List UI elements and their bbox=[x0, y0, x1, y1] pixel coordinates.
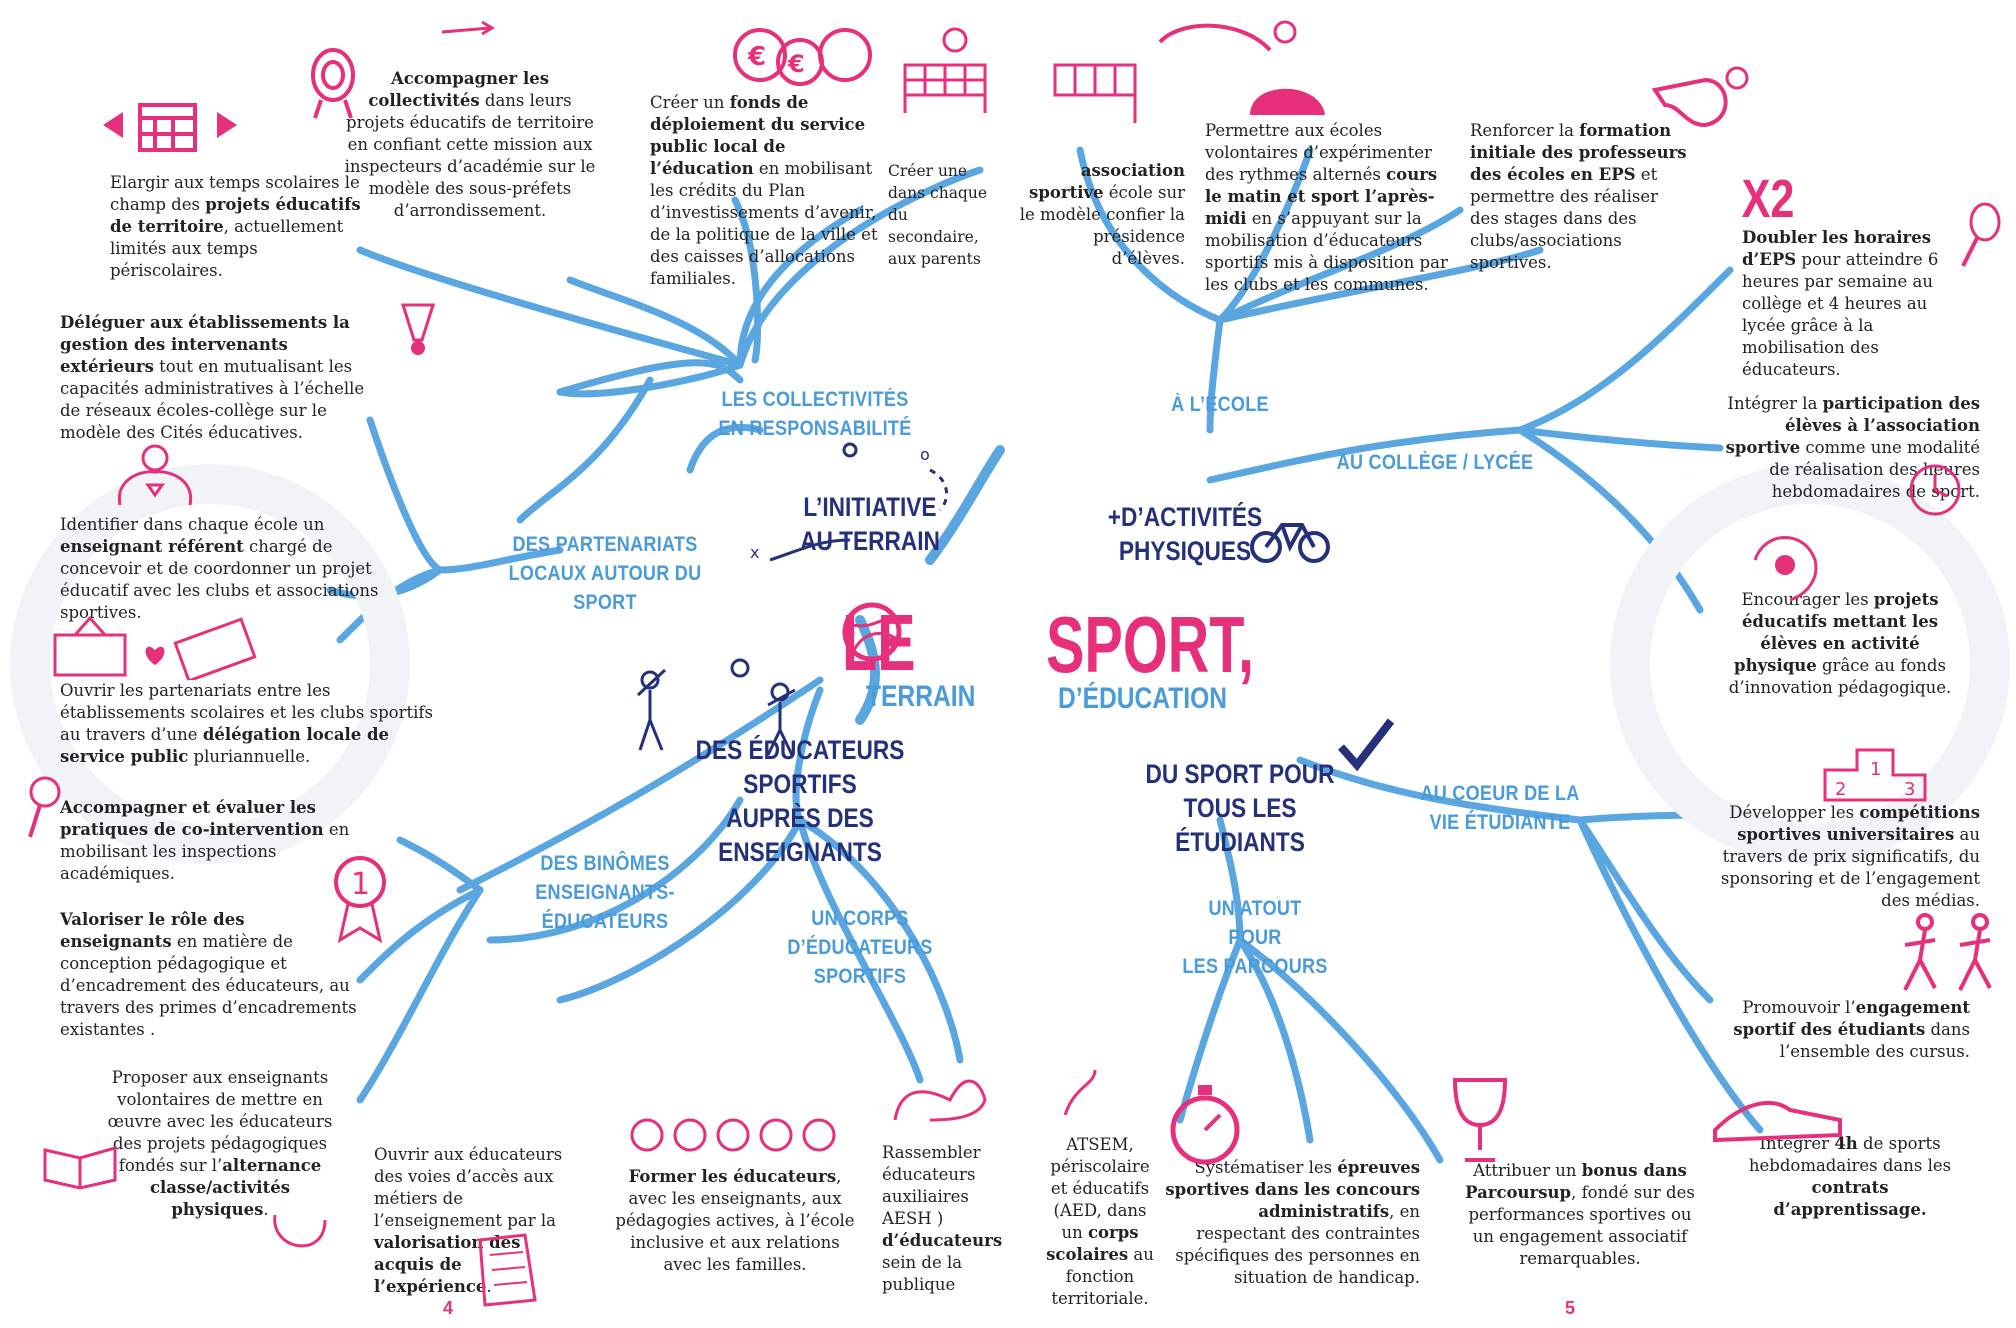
text-developper: Développer les compétitions sportives un… bbox=[1720, 803, 1980, 910]
net-icon bbox=[903, 63, 987, 113]
text-permettre: Permettre aux écoles volontaires d’expér… bbox=[1205, 121, 1448, 294]
text-promouvoir: Promouvoir l’engagement sportif des étud… bbox=[1733, 998, 1970, 1061]
text-rassembler: Rassembler éducateurs auxiliaires AESH )… bbox=[882, 1143, 1003, 1294]
stopwatch-icon bbox=[1170, 1085, 1240, 1165]
text-identifier: Identifier dans chaque école un enseigna… bbox=[60, 515, 379, 622]
text-former: Former les éducateurs, avec les enseigna… bbox=[615, 1167, 855, 1274]
text-valoriser: Valoriser le rôle des enseignants en mat… bbox=[60, 910, 357, 1039]
net-icon-right bbox=[1053, 63, 1137, 123]
sneaker-icon bbox=[1713, 1100, 1842, 1143]
trophy-icon bbox=[1452, 1078, 1508, 1162]
jump-rope-icon bbox=[273, 1214, 327, 1248]
rattle-icon bbox=[28, 776, 61, 838]
text-integrer-4h: Intégrer 4h de sports hebdomadaires dans… bbox=[1748, 1134, 1952, 1219]
text-deleguer: Déléguer aux établissements la gestion d… bbox=[60, 313, 365, 442]
podium-icon: 2 1 3 bbox=[1823, 748, 1927, 802]
text-integrer-part: Intégrer la participation des élèves à l… bbox=[1725, 394, 1980, 501]
sub-college: AU COLLÈGE / LYCÉE bbox=[1336, 451, 1534, 474]
page-number-right: 5 bbox=[1565, 1298, 1576, 1318]
svg-text:2: 2 bbox=[1835, 779, 1846, 800]
text-proposer: Proposer aux enseignants volontaires de … bbox=[107, 1068, 333, 1219]
superhero-icon bbox=[117, 444, 193, 506]
text-ouvrir-educ: Ouvrir aux éducateurs des voies d’accès … bbox=[374, 1145, 563, 1296]
text-renforcer: Renforcer la formation initiale des prof… bbox=[1470, 121, 1687, 272]
svg-text:€: € bbox=[747, 42, 766, 72]
heart-icon bbox=[145, 646, 165, 665]
arm-icon bbox=[893, 1079, 987, 1122]
sun-icon bbox=[1250, 20, 1325, 115]
medal-icon: 1 bbox=[334, 856, 386, 944]
ball-icon bbox=[942, 27, 968, 53]
text-atsem: ATSEM, périscolaire et éducatifs (AED, d… bbox=[1046, 1135, 1154, 1308]
players-icon bbox=[636, 658, 796, 756]
school-icon bbox=[53, 615, 257, 680]
watermelon-icon bbox=[1250, 88, 1325, 115]
text-ouvrir-part: Ouvrir les partenariats entre les établi… bbox=[60, 681, 433, 766]
text-fonds: Créer un fonds de déploiement du service… bbox=[650, 93, 878, 288]
svg-text:3: 3 bbox=[1904, 779, 1915, 800]
money-bags-icon: € € bbox=[733, 28, 872, 86]
document-icon bbox=[478, 1233, 537, 1307]
svg-text:x: x bbox=[750, 543, 759, 562]
svg-text:o: o bbox=[920, 445, 930, 464]
sub-ecole: À L’ÉCOLE bbox=[1171, 393, 1269, 416]
target-icon bbox=[311, 48, 355, 119]
svg-text:1: 1 bbox=[351, 867, 370, 902]
svg-text:1: 1 bbox=[1870, 759, 1881, 780]
badminton-shuttle-icon bbox=[400, 303, 436, 355]
text-elargir: Elargir aux temps scolaires le champ des… bbox=[110, 173, 361, 280]
arrow-icon bbox=[441, 20, 495, 36]
center-le: LE bbox=[842, 598, 916, 687]
whistle-icon bbox=[1651, 66, 1749, 128]
text-encourager: Encourager les projets éducatifs mettant… bbox=[1728, 590, 1952, 697]
calendar-icon bbox=[103, 103, 237, 152]
text-doubler: Doubler les horaires d’EPS pour atteindr… bbox=[1742, 228, 1939, 379]
text-attribuer: Attribuer un bonus dans Parcoursup, fond… bbox=[1465, 1161, 1695, 1268]
page-number-left: 4 bbox=[443, 1298, 454, 1318]
text-accomp-eval: Accompagner et évaluer les pratiques de … bbox=[60, 798, 350, 883]
book-icon bbox=[43, 1146, 117, 1190]
text-systematiser: Systématiser les épreuves sportives dans… bbox=[1165, 1158, 1420, 1287]
svg-text:€: € bbox=[787, 50, 805, 78]
text-accompagner-coll: Accompagner les collectivités dans leurs… bbox=[344, 69, 596, 220]
center-sport: SPORT, bbox=[1046, 600, 1255, 689]
x2-label: X2 bbox=[1741, 169, 1795, 229]
runner-hand-icon bbox=[1753, 536, 1818, 602]
tennis-racket-icon bbox=[1961, 202, 2001, 267]
center-education: D’ÉDUCATION bbox=[1058, 682, 1228, 715]
runners-icon bbox=[1903, 913, 1992, 991]
shape-icon bbox=[1063, 1069, 1097, 1116]
faces-icon bbox=[630, 1118, 836, 1152]
tactics-icon: o x bbox=[750, 442, 949, 562]
center-terrain: TERRAIN bbox=[866, 680, 976, 713]
basketball-icon bbox=[842, 602, 902, 662]
check-icon bbox=[1338, 718, 1395, 772]
text-creer-chaque: Créer une dans chaque du secondaire, aux… bbox=[888, 162, 988, 268]
bicycle-icon bbox=[1250, 523, 1330, 563]
clock-icon bbox=[1909, 464, 1961, 516]
text-asso-sportive: association sportive école sur le modèle… bbox=[1019, 161, 1185, 268]
